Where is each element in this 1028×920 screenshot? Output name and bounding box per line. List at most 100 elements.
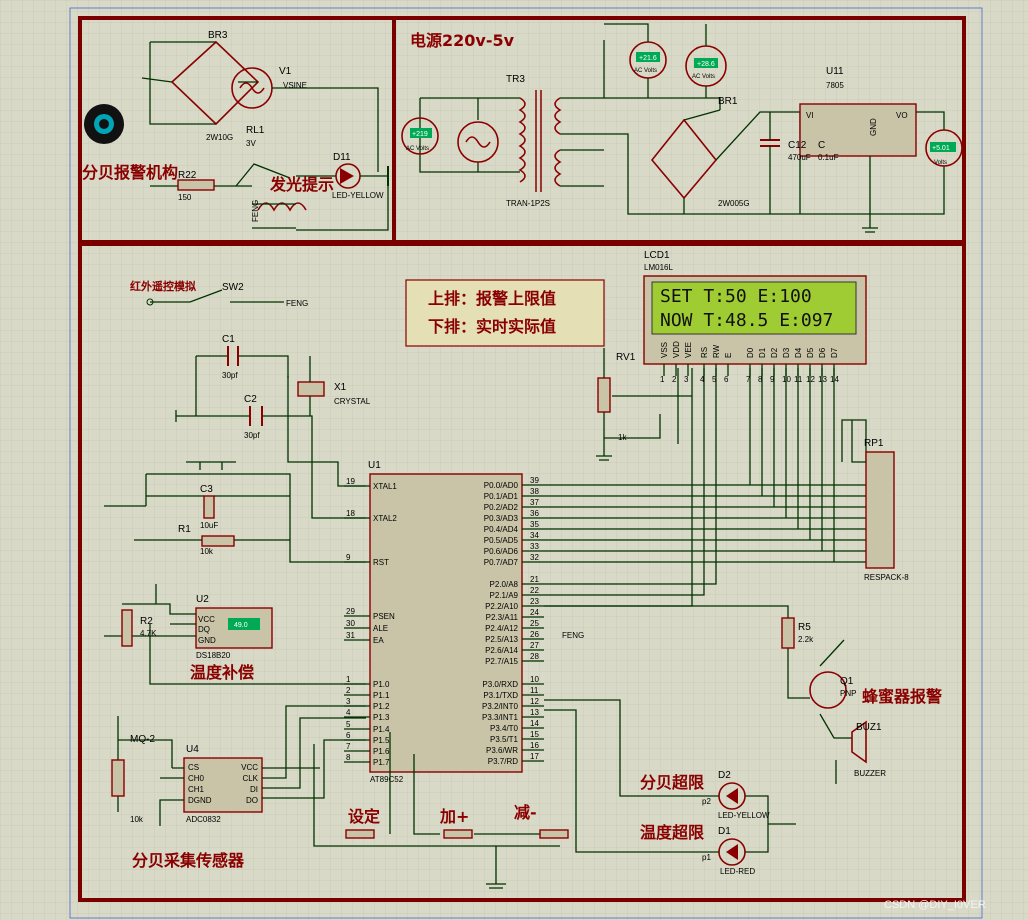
ds18b20-u2[interactable] [104,584,366,685]
mcu-pin-number: 13 [530,708,539,717]
meter1-reading: +219 [412,131,428,138]
lcd-pin-name: VEE [684,342,693,358]
rp1-model: RESPACK-8 [864,573,909,582]
u11-vi: VI [806,111,814,120]
crystal-x1[interactable] [297,381,325,397]
watermark: CSDN @DIY_I0VER [884,899,986,911]
lcd-pin-number: 9 [770,375,775,384]
transformer-tr3[interactable] [518,97,526,183]
pot-rv1[interactable] [596,348,692,461]
lcd-pin-name: RS [700,347,709,358]
feng-label-sw2: FENG [286,299,308,308]
note-line-1: 上排：报警上限值 [428,289,556,308]
mcu-model: AT89C52 [370,775,404,784]
mcu-pin-name: P0.0/AD0 [484,481,519,490]
q1-model: PNP [840,689,856,698]
tr3-label: TR3 [506,74,525,85]
r2-value: 4.7K [140,629,157,638]
mcu-pin-number: 24 [530,608,539,617]
mcu-pin-number: 16 [530,741,539,750]
buzzer-buz1[interactable] [851,720,867,764]
mcu-pin-number: 7 [346,742,351,751]
meter1-unit: AC Volts [406,146,429,152]
ac-source[interactable] [457,121,499,163]
set-button[interactable] [345,829,375,839]
mcu-pin-name: P3.0/RXD [482,680,518,689]
u2-dq: DQ [198,625,210,634]
lcd-pin-name: D1 [758,347,767,358]
mcu-u1[interactable] [369,473,523,773]
meter-5v[interactable] [925,129,963,167]
d11-model: LED-YELLOW [332,191,384,200]
relay-coil[interactable] [257,202,307,212]
mcu-pin-number: 9 [346,553,351,562]
meter4-reading: +5.01 [932,145,950,152]
respack-rp1[interactable] [851,420,895,569]
resistor-r22[interactable] [177,179,215,191]
sw2-label: SW2 [222,282,244,293]
adc0832-u4[interactable] [111,705,366,826]
lcd-pin-number: 14 [830,375,839,384]
ir-remote-title: 红外遥控模拟 [130,279,196,293]
section-frames [78,16,966,902]
mcu-pin-number: 12 [530,697,539,706]
cap-c3[interactable] [203,495,215,519]
d1-model: LED-RED [720,867,755,876]
mcu-pin-number: 15 [530,730,539,739]
meter2-reading: +21.6 [639,55,657,62]
light-hint-title: 发光提示 [269,175,334,194]
resistor-r1[interactable] [201,535,235,547]
lcd-pin-name: D6 [818,347,827,358]
lcd-pin-number: 13 [818,375,827,384]
buz1-model: BUZZER [854,769,886,778]
u2-model: DS18B20 [196,651,231,660]
mcu-pin-number: 10 [530,675,539,684]
mcu-body[interactable] [369,473,523,773]
mcu-pin-number: 31 [346,631,355,640]
u2-reading: 49.0 [234,622,248,629]
lcd-pins: VSS1VDD2VEE3RS4RW5E6D07D18D29D310D411D51… [660,341,839,384]
lcd-pin-number: 5 [712,375,717,384]
buttons-row [313,732,569,889]
br1-model: 2W005G [718,199,750,208]
resistor-r5[interactable] [781,617,795,649]
lcd-module[interactable]: SET T:50 E:100 NOW T:48.5 E:097 [643,275,867,365]
lcd-pin-name: VSS [660,342,669,358]
alarm-mech-title: 分贝报警机构 [82,163,178,182]
u4-pin-left: CS [188,763,199,772]
temp-over-title: 温度超限 [639,823,705,842]
c2-value: 30pf [244,431,260,440]
lcd-pin-name: D2 [770,347,779,358]
minus-button[interactable] [539,829,569,839]
d2-model: LED-YELLOW [718,811,770,820]
mcu-pin-name: P1.6 [373,747,390,756]
mcu-pin-name: P2.2/A10 [485,602,518,611]
br1-label: BR1 [718,96,738,107]
mcu-pin-number: 14 [530,719,539,728]
mcu-pin-name: P1.0 [373,680,390,689]
mcu-pin-number: 3 [346,697,351,706]
mcu-pin-number: 8 [346,753,351,762]
u4-pin-right: CLK [242,774,258,783]
lcd-pin-number: 12 [806,375,815,384]
mcu-pin-number: 35 [530,520,539,529]
mcu-pin-number: 2 [346,686,351,695]
u11-gnd: GND [869,118,878,136]
regulator-u11[interactable] [799,103,917,157]
mcu-pin-number: 6 [346,731,351,740]
mq2-label: MQ-2 [130,734,155,745]
rp1-label: RP1 [864,438,884,449]
ir-switch-sw2[interactable] [146,289,284,306]
power-title: 电源220v-5v [410,31,515,50]
mcu-pin-number: 28 [530,652,539,661]
c3-label: C3 [200,484,213,495]
c-extra-value: 0.1uF [818,153,839,162]
v1-label: V1 [279,66,292,77]
mcu-pin-name: P3.4/T0 [490,724,519,733]
transistor-q1[interactable] [809,671,847,709]
meter-ac-in[interactable] [401,117,439,155]
note-line-2: 下排：实时实际值 [428,317,556,336]
plus-button[interactable] [443,829,473,839]
minus-button-label: 减- [514,803,537,822]
